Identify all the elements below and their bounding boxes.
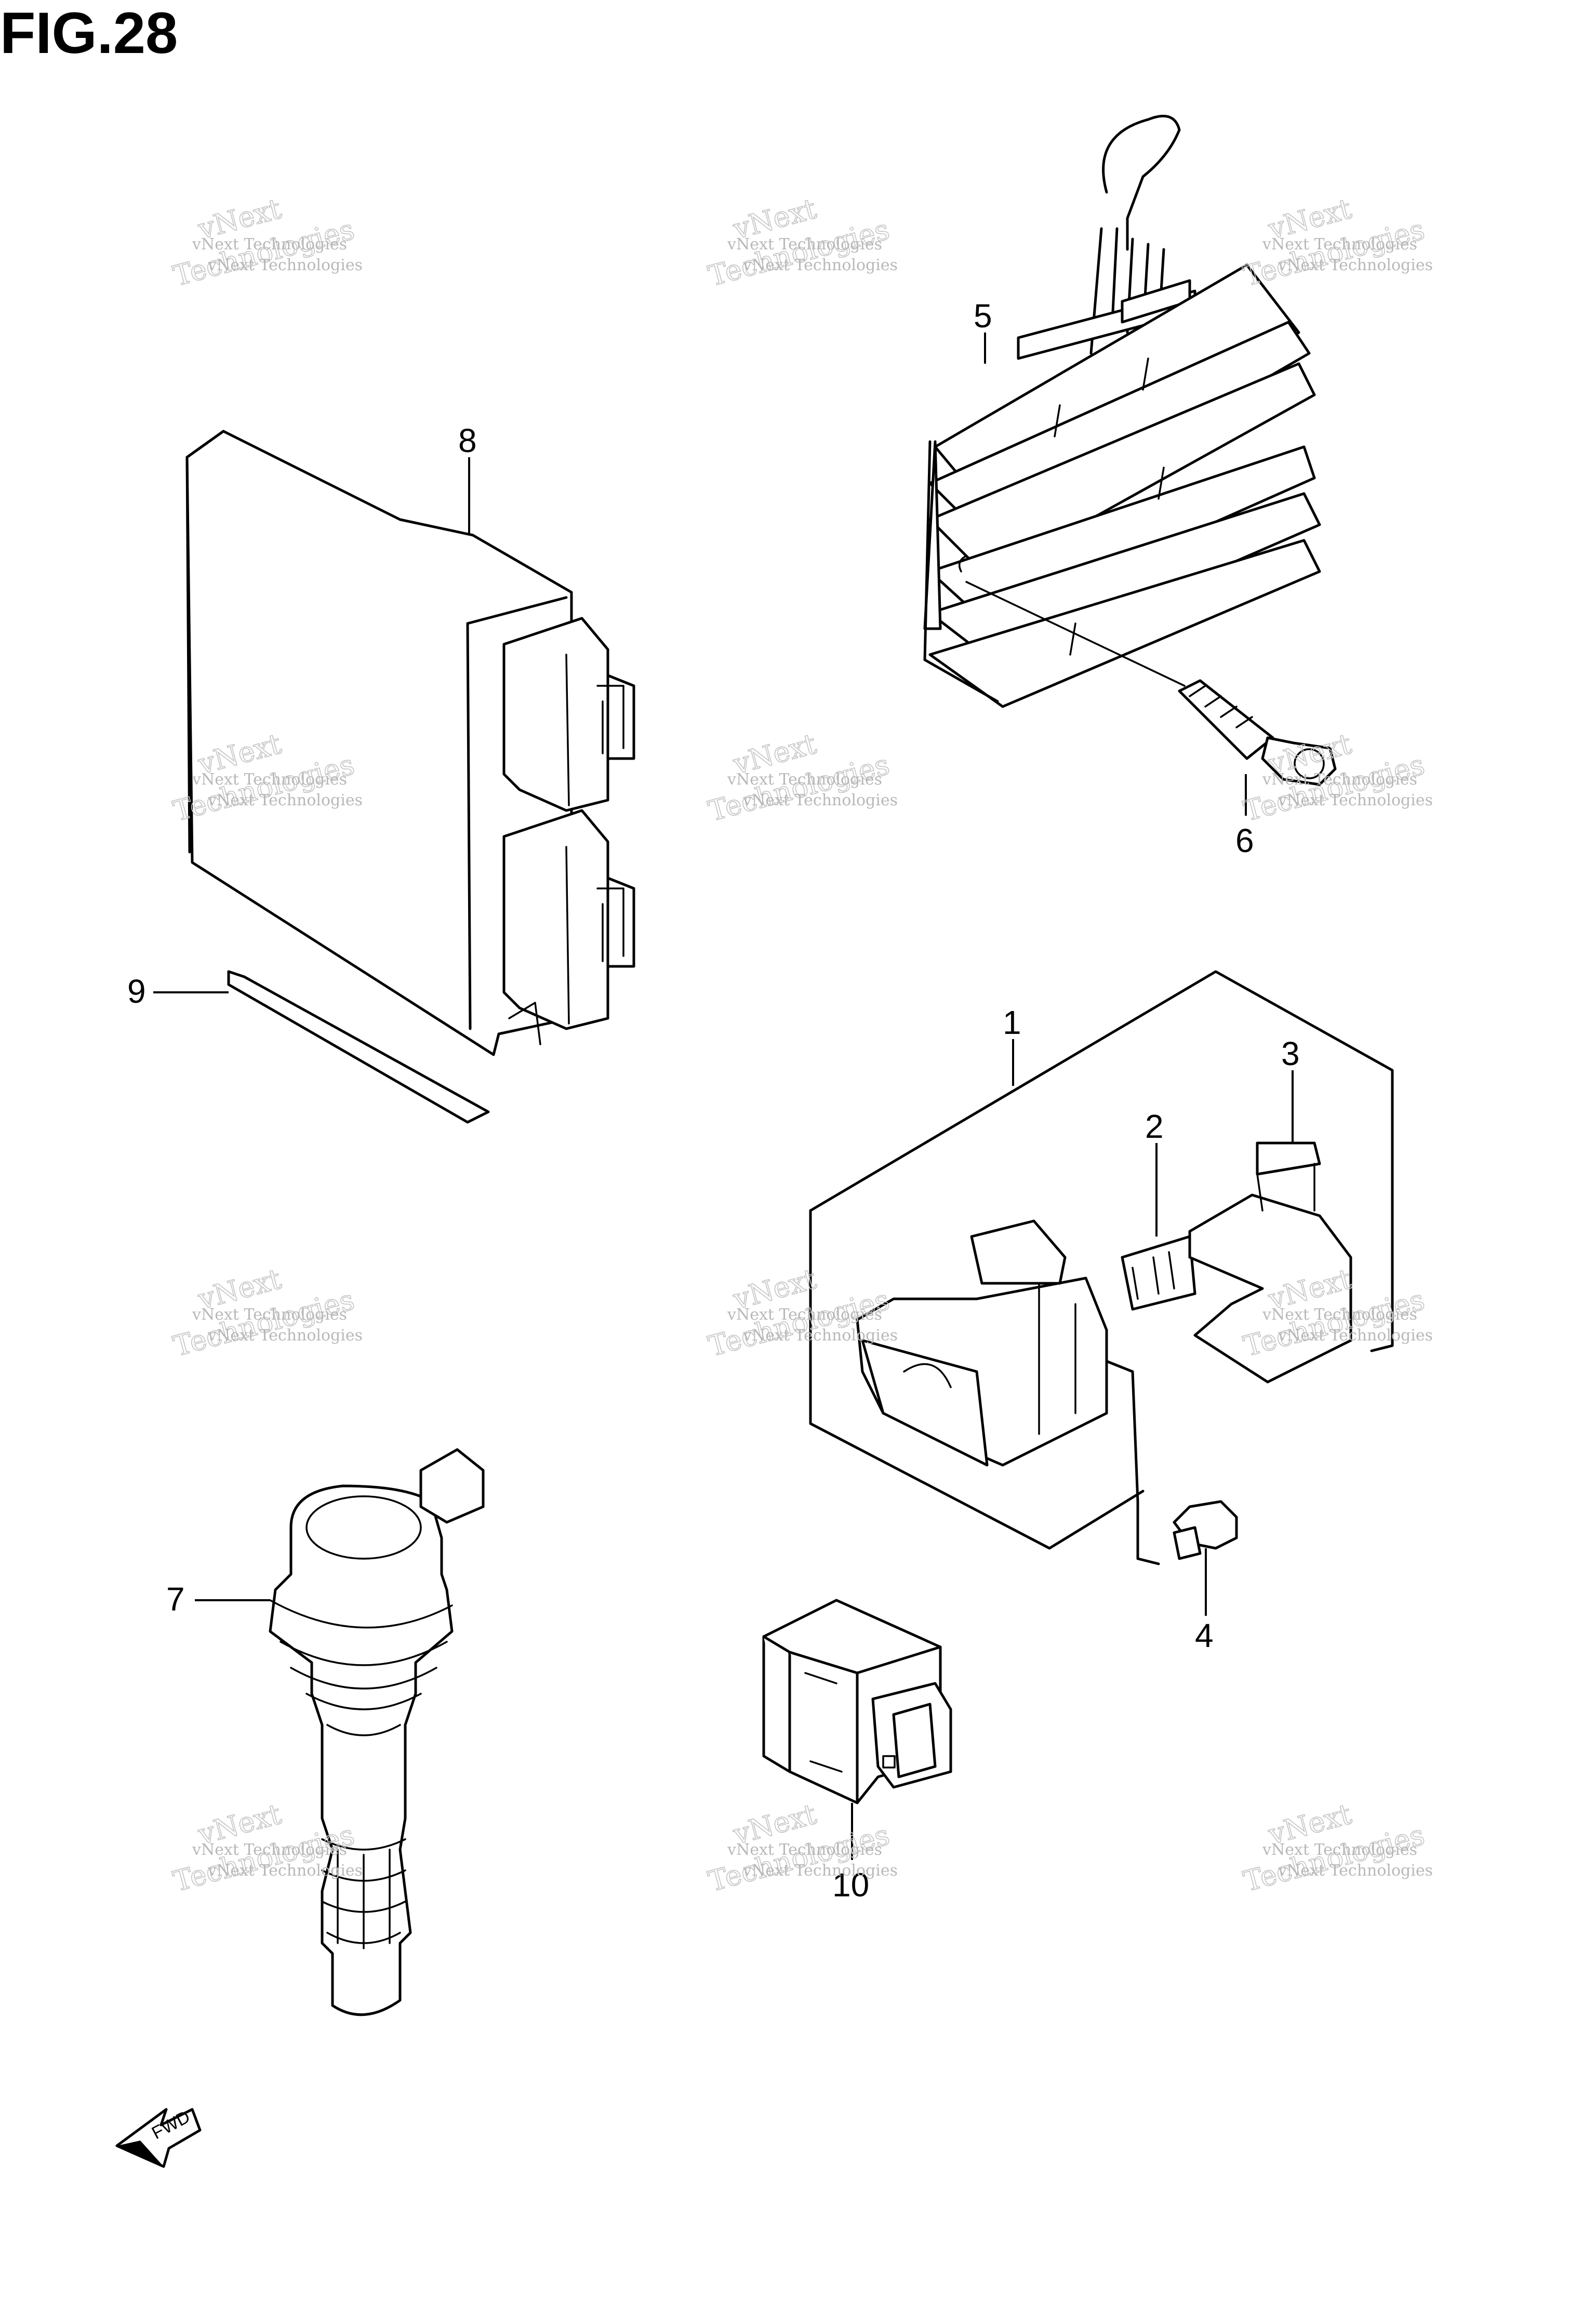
part-8-ecm-unit xyxy=(185,430,635,1056)
watermark-text: vNext Technologies xyxy=(207,1326,363,1345)
part-10-connector xyxy=(762,1599,952,1804)
watermark-text: vNext Technologies xyxy=(1262,235,1417,254)
watermark: vNext Technologies xyxy=(169,192,358,293)
watermark-text: vNext Technologies xyxy=(1262,770,1417,789)
part-5-regulator xyxy=(923,114,1321,708)
watermark-text: vNext Technologies xyxy=(1278,1862,1433,1880)
watermark-text: vNext Technologies xyxy=(727,1841,882,1859)
watermark-text: vNext Technologies xyxy=(192,235,347,254)
watermark-text: vNext Technologies xyxy=(727,770,882,789)
callout-5: 5 xyxy=(974,297,992,335)
watermark-text: vNext Technologies xyxy=(192,1306,347,1324)
watermark-text: vNext Technologies xyxy=(1278,256,1433,274)
watermark: vNext Technologies xyxy=(704,727,893,828)
part-1-relay-assembly xyxy=(809,970,1394,1565)
callout-2: 2 xyxy=(1145,1108,1164,1145)
watermark-text: vNext Technologies xyxy=(192,770,347,789)
watermark-text: vNext Technologies xyxy=(742,791,898,809)
watermark-text: vNext Technologies xyxy=(742,1326,898,1345)
watermark-text: vNext Technologies xyxy=(192,1841,347,1859)
part-7-ignition-coil xyxy=(269,1448,485,2016)
callout-9: 9 xyxy=(127,973,146,1010)
watermark-text: vNext Technologies xyxy=(1278,1326,1433,1345)
watermark-text: vNext Technologies xyxy=(1278,791,1433,809)
watermark-text: vNext Technologies xyxy=(207,791,363,809)
part-9-cushion-strip xyxy=(227,970,490,1124)
callout-6: 6 xyxy=(1235,822,1254,859)
watermark: vNext Technologies xyxy=(704,192,893,293)
watermark-text: vNext Technologies xyxy=(1262,1306,1417,1324)
part-4-screw xyxy=(1173,1500,1238,1560)
callout-3: 3 xyxy=(1281,1035,1300,1072)
callout-7: 7 xyxy=(166,1580,185,1618)
watermark: vNext Technologies xyxy=(169,1262,358,1363)
watermark-text: vNext Technologies xyxy=(742,256,898,274)
part-6-bolt xyxy=(965,581,1337,786)
callout-8: 8 xyxy=(458,422,477,459)
callout-4: 4 xyxy=(1195,1617,1214,1654)
watermark-text: vNext Technologies xyxy=(1262,1841,1417,1859)
callout-1: 1 xyxy=(1003,1004,1021,1041)
figure-title: FIG.28 xyxy=(0,1,178,65)
watermark-text: vNext Technologies xyxy=(727,1306,882,1324)
watermark: vNext Technologies xyxy=(1240,192,1428,293)
callout-labels: 1 2 3 4 5 6 7 8 9 10 xyxy=(127,297,1300,1904)
watermark-text: vNext Technologies xyxy=(207,256,363,274)
leader-lines xyxy=(153,333,1294,1860)
fwd-direction-arrow: FWD xyxy=(115,2107,202,2168)
watermark-text: vNext Technologies xyxy=(742,1862,898,1880)
callout-10: 10 xyxy=(832,1866,869,1904)
watermark-text: vNext Technologies xyxy=(207,1862,363,1880)
watermark: vNext Technologies xyxy=(1240,1797,1428,1898)
watermark-text: vNext Technologies xyxy=(727,235,882,254)
